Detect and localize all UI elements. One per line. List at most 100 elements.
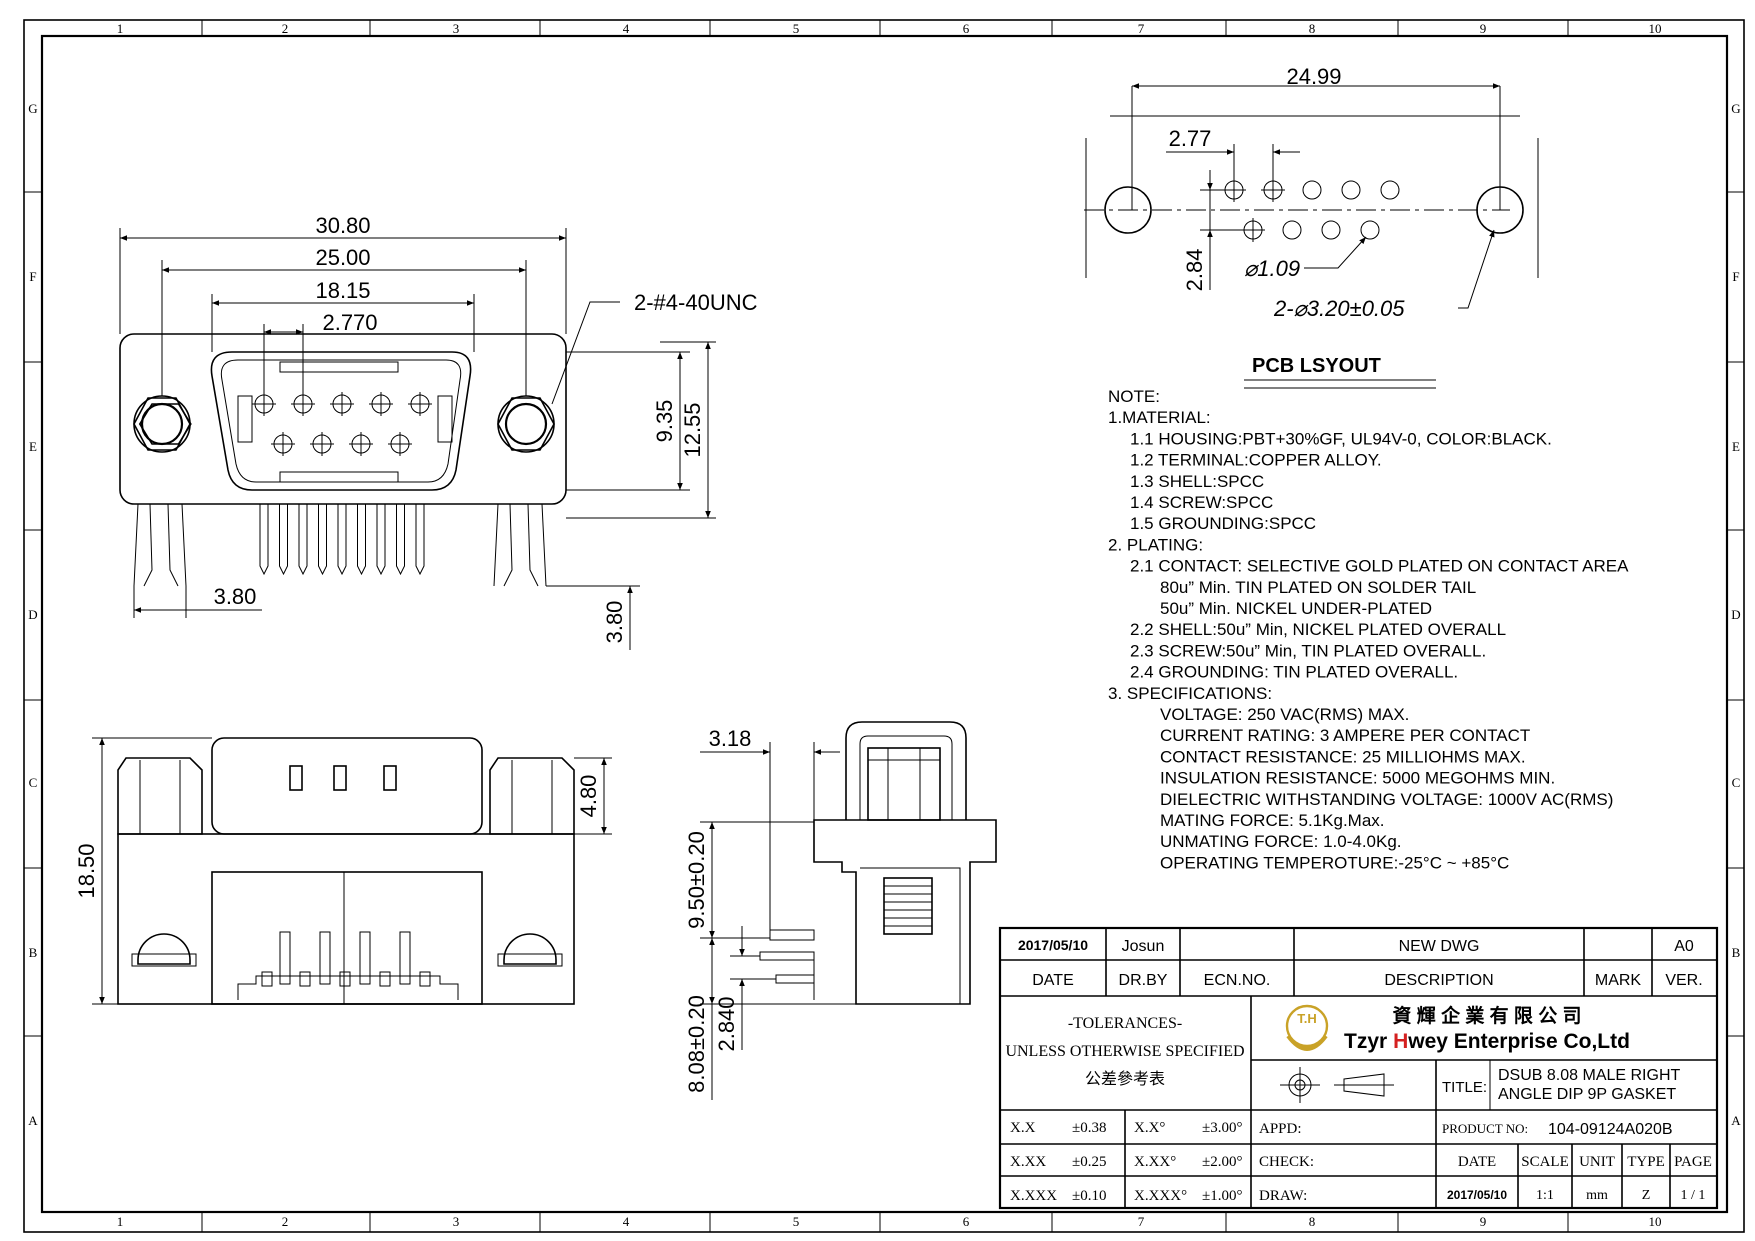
grid-column-label-top: 10	[1649, 21, 1662, 36]
screw-left	[133, 395, 192, 453]
note-line: 50u” Min. NICKEL UNDER-PLATED	[1160, 599, 1432, 618]
front-pins-row2	[271, 432, 412, 456]
solder-tail	[415, 504, 425, 576]
grid-row-label-right: E	[1732, 439, 1740, 454]
note-line: 2.2 SHELL:50u” Min, NICKEL PLATED OVERAL…	[1130, 620, 1506, 639]
front-pins-row1	[252, 392, 432, 416]
title-label: TITLE:	[1442, 1079, 1487, 1096]
hdr-ecn-no: ECN.NO.	[1204, 972, 1271, 989]
note-line: UNMATING FORCE: 1.0-4.0Kg.	[1160, 832, 1402, 851]
rev-drawn-by: Josun	[1122, 938, 1165, 955]
top-view-terminals	[261, 931, 431, 987]
grid-column-label-bottom: 7	[1138, 1214, 1145, 1229]
grid-column-label-top: 7	[1138, 21, 1145, 36]
grid-column-label-top: 9	[1480, 21, 1487, 36]
footer-date: 2017/05/10	[1447, 1188, 1507, 1202]
tol-linear-1-value: ±0.38	[1072, 1120, 1106, 1136]
draw-label: DRAW:	[1259, 1188, 1307, 1204]
product-no-label: PRODUCT NO:	[1442, 1121, 1528, 1136]
company-logo: T.H	[1285, 1004, 1329, 1051]
dim-shell-width: 18.15	[315, 278, 370, 303]
note-line: 3. SPECIFICATIONS:	[1108, 684, 1272, 703]
hdr-dr-by: DR.BY	[1119, 972, 1168, 989]
note-line: 80u” Min. TIN PLATED ON SOLDER TAIL	[1160, 578, 1476, 597]
company-english-name: Tzyr Hwey Enterprise Co,Ltd	[1344, 1030, 1630, 1053]
note-line: 2.3 SCREW:50u” Min, TIN PLATED OVERALL.	[1130, 641, 1486, 660]
hdr-description: DESCRIPTION	[1384, 972, 1493, 989]
tolerances-chinese: 公差參考表	[1085, 1070, 1165, 1088]
grid-row-label-right: F	[1732, 269, 1739, 284]
note-line: DIELECTRIC WITHSTANDING VOLTAGE: 1000V A…	[1160, 790, 1613, 809]
dim-pin-pitch: 2.770	[322, 310, 377, 335]
dim-flange-depth: 3.18	[709, 726, 752, 751]
product-no: 104-09124A020B	[1548, 1121, 1673, 1138]
grid-column-label-top: 3	[453, 21, 460, 36]
front-dimensions: 30.80 25.00 18.15 2.770 2-#4-40UNC 9.35 …	[119, 213, 758, 650]
tol-linear-3-value: ±0.10	[1072, 1188, 1106, 1204]
solder-tail	[396, 504, 405, 576]
grid-column-label-top: 2	[282, 21, 289, 36]
tol-angle-3: X.XXX°	[1134, 1188, 1187, 1204]
note-line: 1.2 TERMINAL:COPPER ALLOY.	[1130, 451, 1382, 470]
note-line: OPERATING TEMPEROTURE:-25°C ~ +85°C	[1160, 853, 1509, 872]
dim-overall-height: 18.50	[74, 843, 99, 898]
note-line: CONTACT RESISTANCE: 25 MILLIOHMS MAX.	[1160, 747, 1526, 766]
solder-tail	[376, 504, 386, 576]
note-line: 1.MATERIAL:	[1108, 408, 1211, 427]
grid-column-label-top: 8	[1309, 21, 1316, 36]
dim-row-spacing-pcb: 2.84	[1182, 249, 1207, 292]
solder-tails	[259, 504, 425, 576]
grid-column-label-bottom: 9	[1480, 1214, 1487, 1229]
dim-screw-callout: 2-#4-40UNC	[634, 290, 758, 315]
tol-linear-1: X.X	[1010, 1120, 1036, 1136]
grid-row-label-left: E	[29, 439, 37, 454]
grid-column-label-bottom: 8	[1309, 1214, 1316, 1229]
company-name-prefix: Tzyr	[1344, 1030, 1393, 1053]
dim-board-lock: 3.80	[214, 584, 257, 609]
grid-column-label-top: 4	[623, 21, 630, 36]
dim-overall-width: 30.80	[315, 213, 370, 238]
solder-tail	[279, 504, 288, 576]
dim-mate-height: 9.50±0.20	[684, 831, 709, 929]
tol-angle-2-value: ±2.00°	[1202, 1154, 1242, 1170]
company-chinese-name: 資 輝 企 業 有 限 公 司	[1393, 1004, 1582, 1027]
hdr-ver: VER.	[1665, 972, 1702, 989]
dim-screw-pitch: 25.00	[315, 245, 370, 270]
footer-unit: mm	[1586, 1188, 1608, 1203]
dim-pcb-offset: 8.08±0.20	[684, 995, 709, 1093]
grid-row-label-left: B	[29, 945, 38, 960]
grid-row-label-right: G	[1731, 101, 1740, 116]
tol-angle-1: X.X°	[1134, 1120, 1165, 1136]
dim-hex-height: 4.80	[576, 775, 601, 818]
mount-hole-left	[1104, 186, 1152, 234]
note-line: NOTE:	[1108, 387, 1160, 406]
note-line: 2.4 GROUNDING: TIN PLATED OVERALL.	[1130, 663, 1458, 682]
dim-height-outer: 12.55	[680, 402, 705, 457]
side-screw-thread	[884, 885, 932, 927]
grid-column-label-top: 5	[793, 21, 800, 36]
tol-angle-2: X.XX°	[1134, 1154, 1176, 1170]
note-line: VOLTAGE: 250 VAC(RMS) MAX.	[1160, 705, 1409, 724]
solder-tail	[298, 504, 308, 576]
note-line: 1.4 SCREW:SPCC	[1130, 493, 1273, 512]
rev-description: NEW DWG	[1399, 938, 1480, 955]
note-line: 1.3 SHELL:SPCC	[1130, 472, 1264, 491]
grid-column-label-bottom: 6	[963, 1214, 970, 1229]
tol-angle-3-value: ±1.00°	[1202, 1188, 1242, 1204]
screw-right	[497, 395, 555, 453]
company-name-accent: H	[1393, 1030, 1408, 1053]
title-line2: ANGLE DIP 9P GASKET	[1498, 1086, 1676, 1103]
solder-tail	[259, 504, 269, 576]
tolerances-subtitle: UNLESS OTHERWISE SPECIFIED	[1005, 1043, 1244, 1060]
grid-row-label-right: C	[1732, 775, 1741, 790]
grid-column-label-bottom: 4	[623, 1214, 630, 1229]
solder-tail	[357, 504, 366, 576]
check-label: CHECK:	[1259, 1154, 1314, 1170]
footer-scale: 1:1	[1536, 1188, 1554, 1203]
pcb-pin-holes	[1222, 178, 1400, 242]
dim-row-spacing: 2.840	[714, 996, 739, 1051]
grid-column-label-bottom: 2	[282, 1214, 289, 1229]
note-line: 1.1 HOUSING:PBT+30%GF, UL94V-0, COLOR:BL…	[1130, 429, 1552, 448]
dim-height-inner: 9.35	[652, 400, 677, 443]
